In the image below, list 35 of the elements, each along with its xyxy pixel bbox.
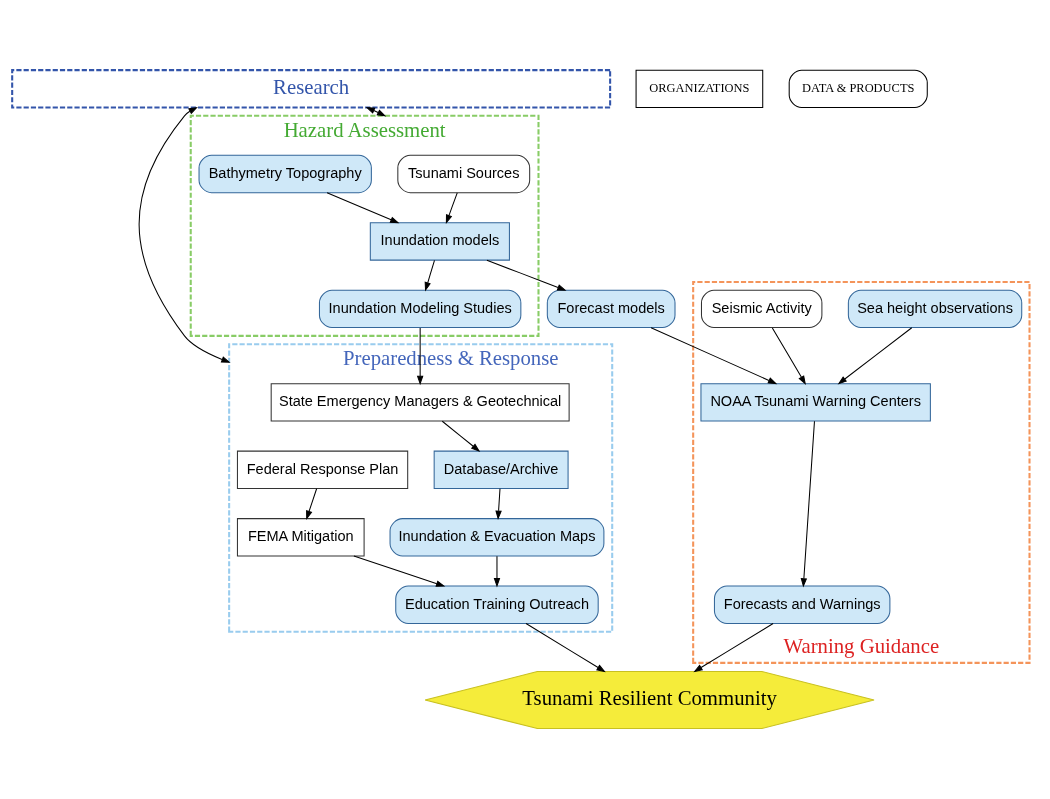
node-box: Sea height observations — [847, 289, 1023, 329]
legend-label: ORGANIZATIONS — [649, 81, 750, 96]
arrow — [837, 327, 913, 385]
node-box: Inundation models — [369, 222, 510, 261]
node-box: Education Training Outreach — [395, 585, 599, 624]
node-box: State Emergency Managers & Geotechnical — [270, 383, 570, 422]
node-box: Forecast models — [546, 289, 676, 329]
arrow — [326, 192, 400, 224]
arrow — [424, 259, 435, 292]
node-box: Database/Archive — [433, 450, 569, 490]
node-box: Seismic Activity — [700, 289, 823, 329]
arrow — [771, 327, 806, 385]
node-box: Inundation & Evacuation Maps — [389, 518, 605, 557]
node-box: FEMA Mitigation — [236, 518, 365, 557]
node-box: Bathymetry Topography — [198, 154, 372, 194]
legend-label: DATA & PRODUCTS — [802, 81, 915, 96]
arrow — [493, 555, 501, 588]
arrow — [486, 259, 567, 291]
arrow — [441, 420, 481, 452]
node-box: Federal Response Plan — [236, 450, 409, 490]
node-box: Tsunami Sources — [397, 154, 531, 194]
arrow — [650, 327, 778, 385]
arrow — [306, 488, 318, 520]
node-box: Inundation Modeling Studies — [318, 289, 522, 329]
arrow — [445, 192, 458, 225]
node-box: Research — [11, 69, 612, 109]
arrow — [138, 106, 231, 363]
arrow — [495, 488, 502, 520]
node-box: Forecasts and Warnings — [713, 585, 891, 624]
arrow — [525, 623, 606, 673]
arrow — [353, 555, 446, 587]
node-box: NOAA Tsunami Warning Centers — [700, 383, 931, 422]
arrow — [693, 623, 774, 673]
arrow — [365, 107, 387, 117]
arrow — [800, 420, 815, 588]
